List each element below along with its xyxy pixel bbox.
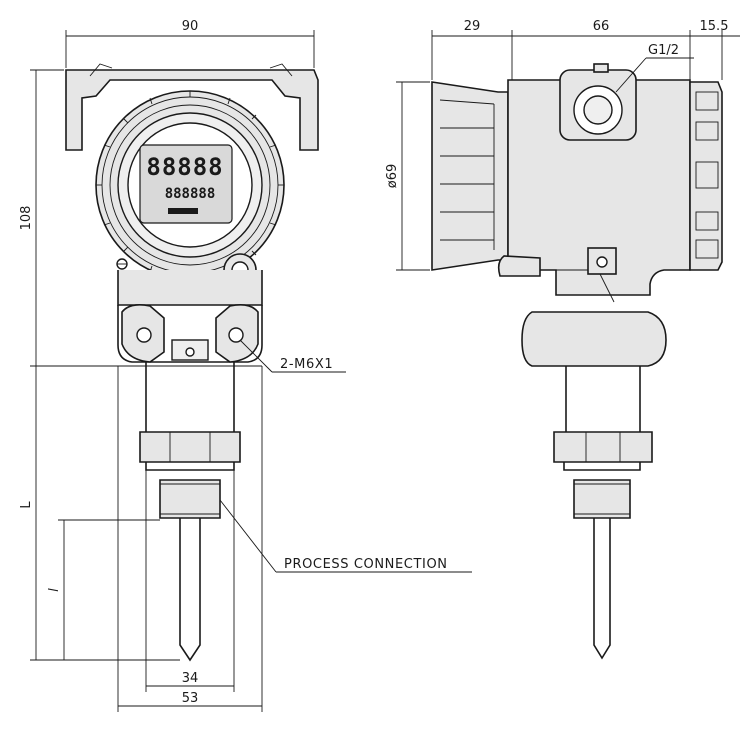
side-thread xyxy=(573,479,631,519)
dim-side-rear-depth: 15.5 xyxy=(700,19,729,34)
front-thread xyxy=(159,479,221,519)
front-probe xyxy=(179,518,201,662)
dim-overall-length: L xyxy=(19,501,34,509)
dim-bottom-width: 53 xyxy=(182,691,199,706)
dim-side-body-depth: 66 xyxy=(593,19,610,34)
front-hex-nut xyxy=(139,431,241,463)
side-body xyxy=(507,79,691,296)
front-view: 88888 888888 xyxy=(65,63,319,662)
dim-diameter: ø69 xyxy=(385,164,400,189)
lcd-main-digits: 88888 xyxy=(146,153,223,181)
lcd-display xyxy=(139,144,233,224)
front-dimensions: 90 108 L l 34 53 2-M6X1 PROCESS CONNECTI… xyxy=(19,19,472,712)
side-view xyxy=(431,63,723,660)
front-bracket xyxy=(65,69,319,151)
side-probe xyxy=(593,518,611,660)
dim-front-width: 90 xyxy=(182,19,199,34)
side-cover xyxy=(431,81,509,271)
label-cable-entry: G1/2 xyxy=(648,43,679,58)
side-rear-cap xyxy=(689,81,723,271)
label-mount-screws: 2-M6X1 xyxy=(280,357,333,372)
dim-thread-width: 34 xyxy=(182,671,199,686)
label-process-connection: PROCESS CONNECTION xyxy=(284,557,448,572)
dim-front-height: 108 xyxy=(19,206,34,231)
lcd-sub-digits: 888888 xyxy=(165,186,216,202)
front-neck xyxy=(117,270,263,306)
dim-side-cover-depth: 29 xyxy=(464,19,481,34)
side-collar xyxy=(521,311,667,367)
side-dimensions: 29 66 15.5 ø69 G1/2 xyxy=(385,19,740,271)
side-hex-nut xyxy=(553,431,653,463)
lcd-logo xyxy=(168,208,198,214)
dim-insertion-length: l xyxy=(47,588,62,592)
front-stem xyxy=(145,362,235,432)
mount-screw-left xyxy=(136,327,152,343)
mount-screw-right xyxy=(228,327,244,343)
